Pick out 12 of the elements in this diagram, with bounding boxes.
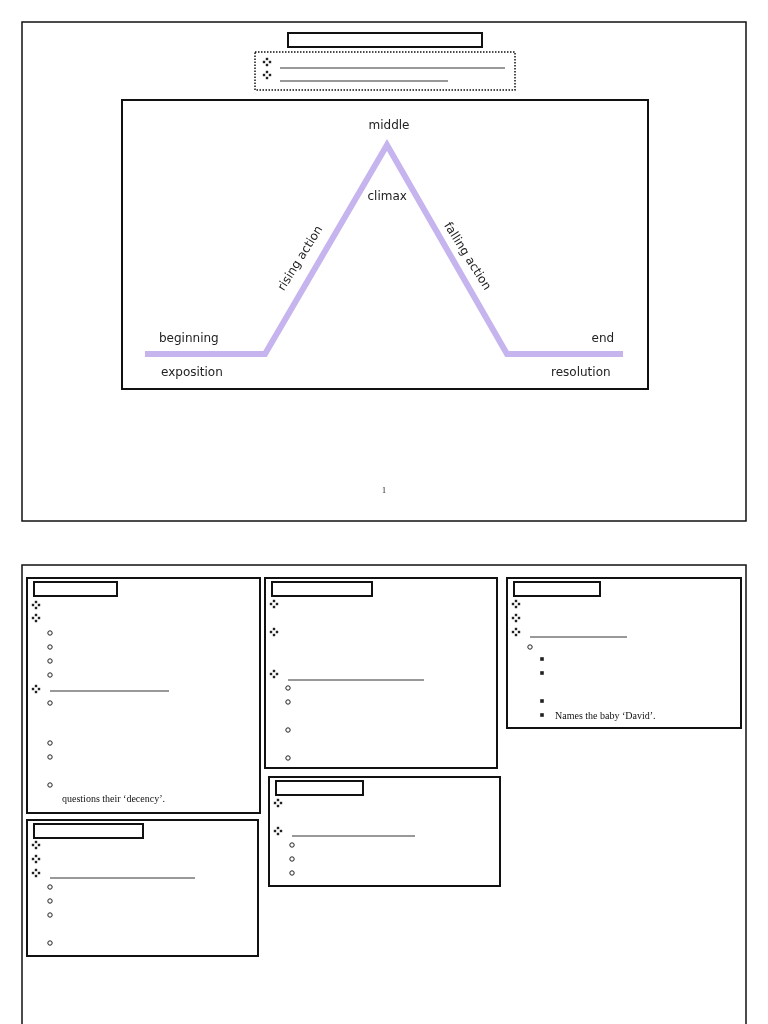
note-text: Names the baby ‘David’. (555, 709, 656, 721)
stage-label: end (591, 331, 615, 345)
stage-label: climax (367, 189, 407, 203)
notes-panel (506, 577, 742, 729)
note-text: questions their ‘decency’. (62, 792, 166, 804)
notes-panel (26, 577, 261, 814)
stage-label: resolution (551, 365, 611, 379)
plot-diagram-box (121, 99, 649, 390)
page-number: 1 (382, 486, 386, 495)
stage-label: exposition (161, 365, 223, 379)
stage-label: middle (368, 118, 410, 132)
stage-label: beginning (159, 331, 219, 345)
